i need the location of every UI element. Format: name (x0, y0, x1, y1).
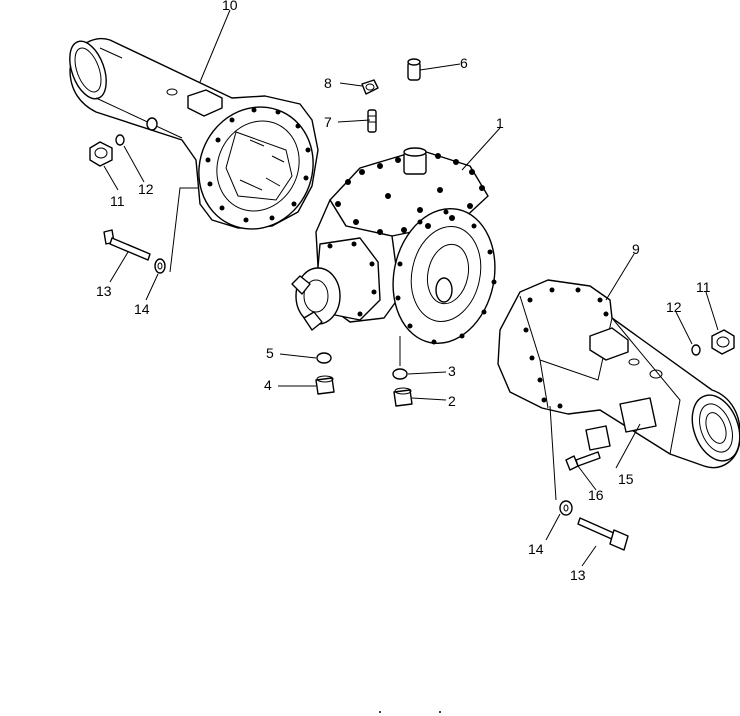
callout-14-left: 14 (134, 301, 150, 317)
o-ring-5 (316, 352, 332, 364)
callout-8: 8 (324, 75, 332, 91)
callout-15: 15 (618, 471, 634, 487)
callout-10: 10 (222, 0, 238, 13)
o-ring-3 (392, 368, 408, 380)
callout-7: 7 (324, 114, 332, 130)
callout-6: 6 (460, 55, 468, 71)
callout-16: 16 (588, 487, 604, 503)
plug-4 (315, 375, 335, 395)
plug-11-left (89, 141, 113, 167)
callout-14-right: 14 (528, 541, 544, 557)
bolt-13-right (577, 517, 629, 551)
callout-9: 9 (632, 241, 640, 257)
callout-5: 5 (266, 345, 274, 361)
bolt-13-left (103, 229, 151, 261)
o-ring-12-left (115, 134, 125, 146)
callout-11-right: 11 (696, 279, 711, 295)
left-axle-housing (69, 38, 319, 230)
callout-12-right: 12 (666, 299, 682, 315)
callout-4: 4 (264, 377, 272, 393)
plug-8 (361, 79, 379, 95)
washer-14-right (559, 500, 573, 516)
callout-2: 2 (448, 393, 456, 409)
fitting-6 (407, 58, 421, 81)
o-ring-12-right (691, 344, 701, 356)
screw-16 (565, 451, 601, 471)
fitting-left (146, 117, 158, 131)
callout-3: 3 (448, 363, 456, 379)
differential-case (291, 147, 497, 345)
plug-2 (393, 387, 413, 407)
callout-13-right: 13 (570, 567, 586, 583)
callout-11-left: 11 (110, 193, 125, 209)
plug-11-right (711, 329, 735, 355)
breather-7 (367, 109, 377, 133)
washer-14-left (154, 258, 166, 274)
callout-1: 1 (496, 115, 504, 131)
speck (379, 711, 381, 713)
callout-12-left: 12 (138, 181, 154, 197)
speck (439, 711, 441, 713)
callout-13-left: 13 (96, 283, 112, 299)
leader-lines (103, 9, 719, 567)
right-axle-housing (497, 279, 740, 469)
